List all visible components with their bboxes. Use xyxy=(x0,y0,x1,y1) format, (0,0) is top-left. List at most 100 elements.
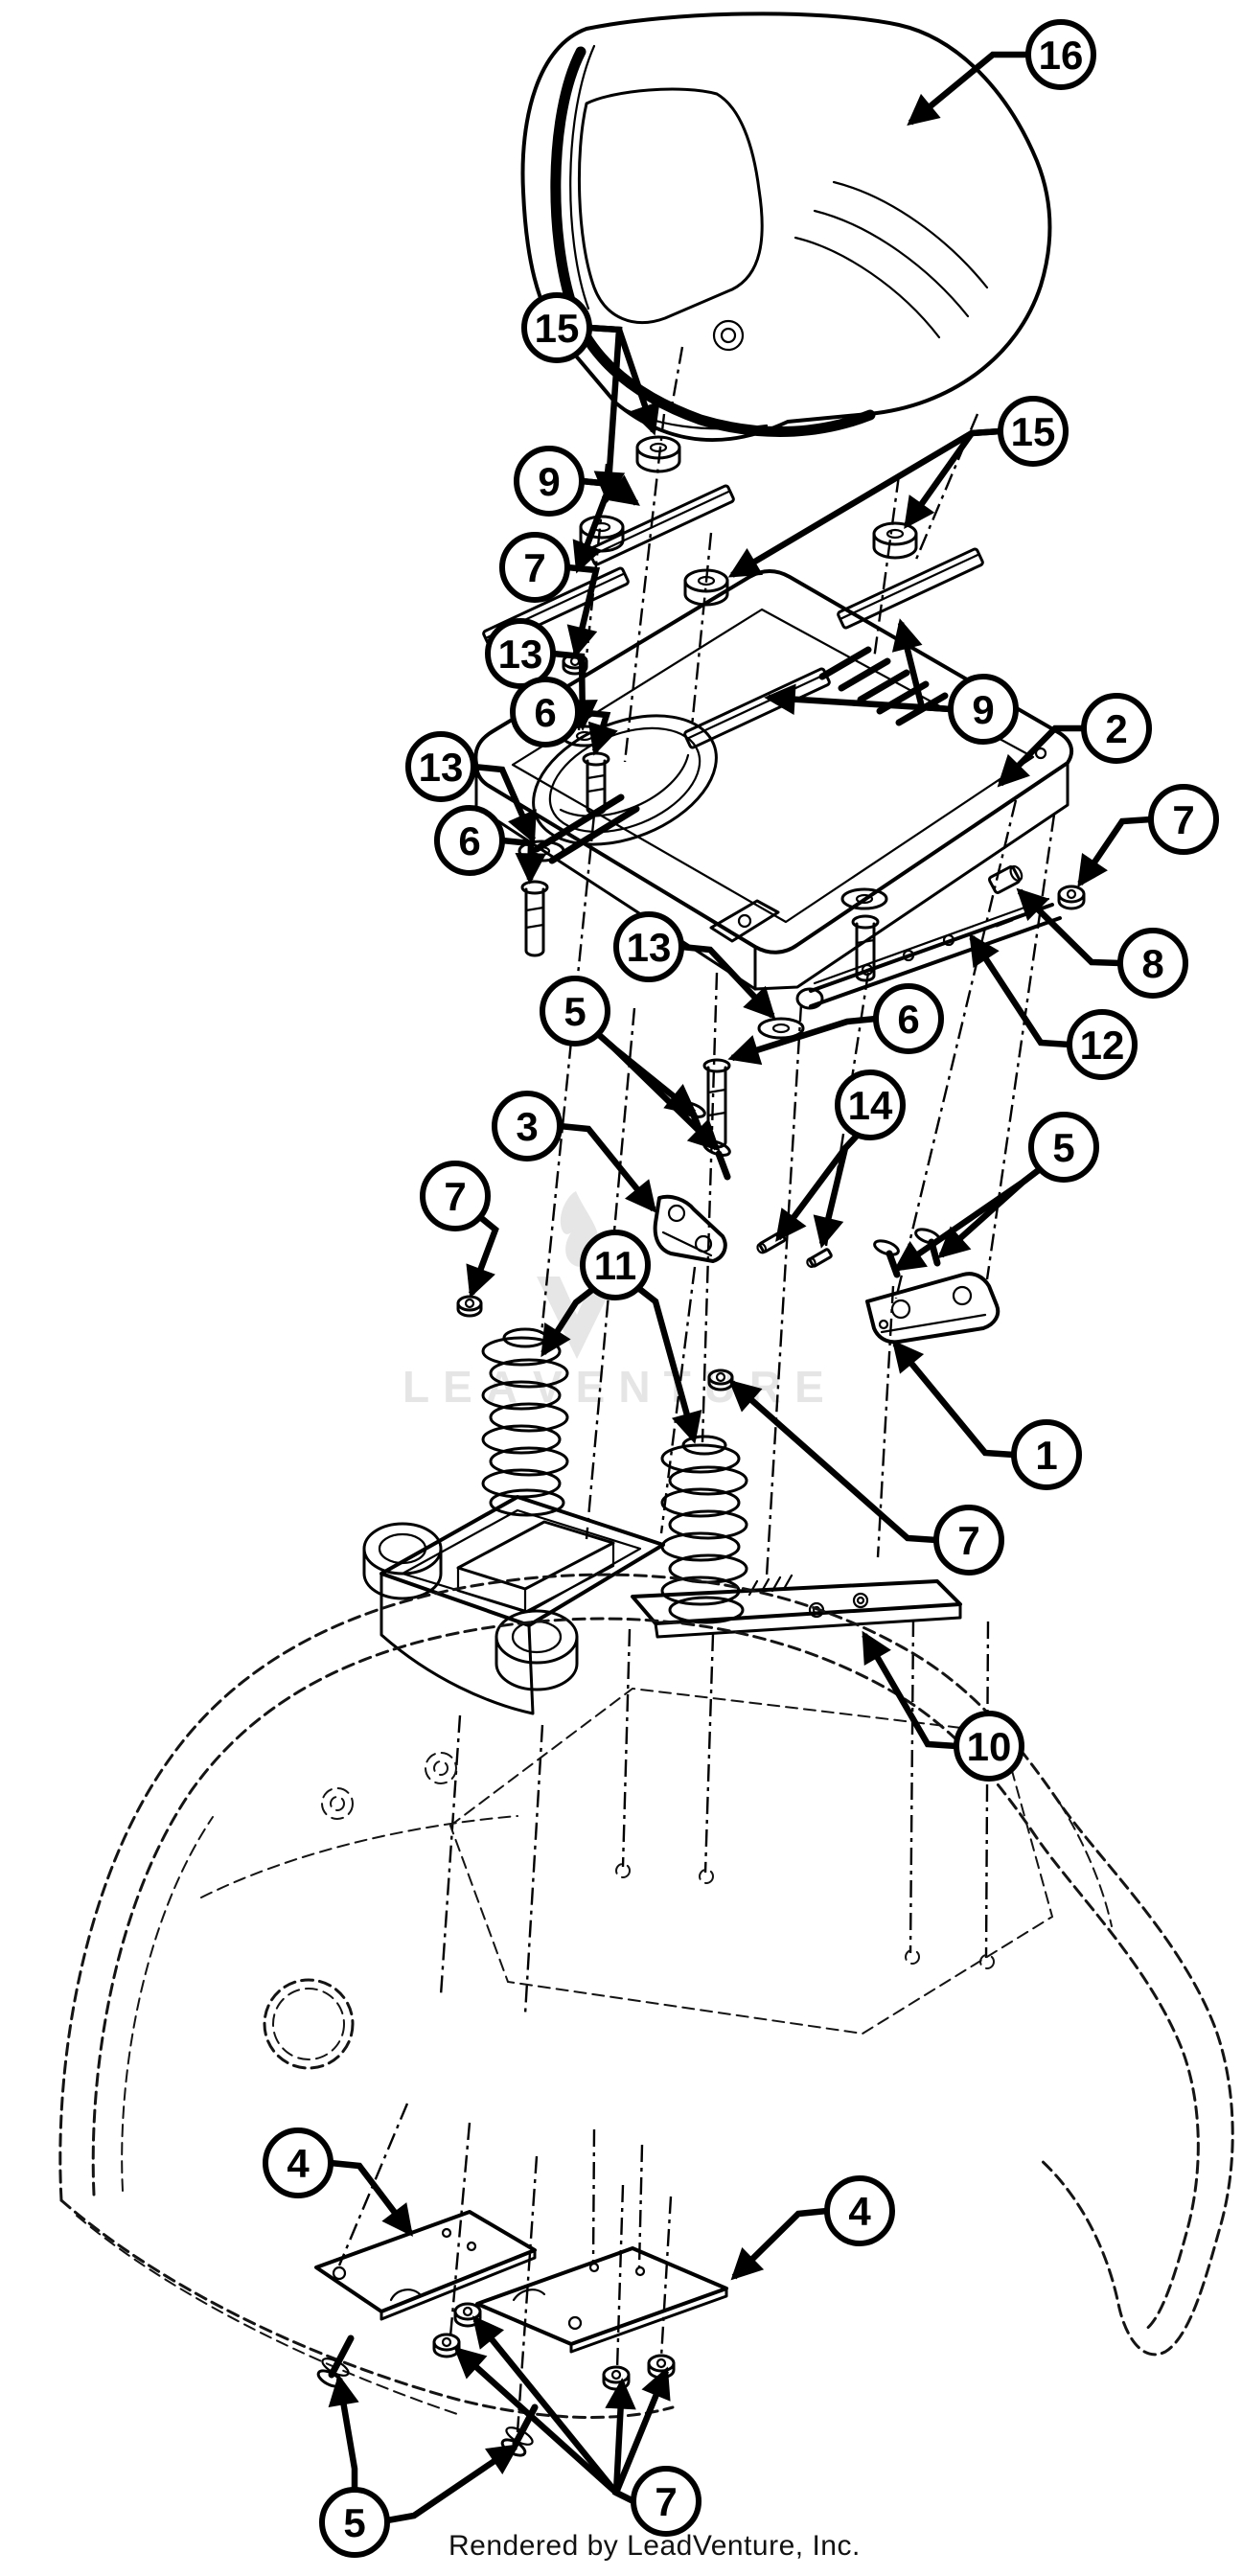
callout-9: 9 xyxy=(514,446,640,574)
callout-13: 13 xyxy=(485,618,598,731)
callout-circle xyxy=(434,805,505,876)
leader-arrow xyxy=(559,1122,657,1213)
leader-arrow xyxy=(727,1015,877,1066)
shoulder-screw xyxy=(520,880,549,957)
screw xyxy=(873,1239,901,1278)
leader-arrow xyxy=(501,837,546,885)
callout-number: 6 xyxy=(897,997,919,1042)
callout-7: 7 xyxy=(420,1161,499,1299)
pivot-pin xyxy=(806,1248,833,1268)
pan-fasteners xyxy=(518,724,888,1149)
leader-arrow xyxy=(540,1286,595,1358)
callout-circle xyxy=(1081,693,1152,764)
callout-12: 12 xyxy=(969,932,1138,1080)
callout-number: 11 xyxy=(594,1243,636,1288)
leader-arrow xyxy=(328,2374,359,2490)
leadventure-v-icon xyxy=(537,1276,617,1359)
callout-number: 4 xyxy=(848,2189,871,2234)
callout-number: 1 xyxy=(1035,1433,1057,1478)
leader-arrow xyxy=(577,708,618,756)
callout-number: 9 xyxy=(538,459,560,504)
callout-circle xyxy=(514,446,585,517)
callout-7: 7 xyxy=(453,2315,702,2537)
callout-circle xyxy=(933,1505,1004,1576)
callout-number: 13 xyxy=(419,745,464,790)
callout-5: 5 xyxy=(540,976,721,1152)
callout-number: 13 xyxy=(627,925,672,970)
grommet xyxy=(635,435,681,473)
callout-circle xyxy=(1067,1009,1138,1080)
callout-number: 14 xyxy=(848,1083,893,1128)
callout-number: 8 xyxy=(1141,941,1163,986)
callout-2: 2 xyxy=(997,693,1152,788)
leader-arrow xyxy=(969,932,1070,1048)
callout-5: 5 xyxy=(892,1112,1099,1272)
callout-circle xyxy=(948,674,1019,745)
leader-arrow xyxy=(907,51,1028,126)
callout-number: 15 xyxy=(1011,409,1056,454)
callout-number: 2 xyxy=(1105,706,1127,751)
callout-circle xyxy=(1025,19,1096,90)
callout-number: 5 xyxy=(564,989,586,1034)
leader-arrow xyxy=(862,1630,957,1750)
callout-8: 8 xyxy=(1016,887,1188,999)
callout-number: 16 xyxy=(1039,33,1084,78)
leader-arrow xyxy=(892,1166,1042,1272)
leader-arrow xyxy=(1077,816,1152,888)
shoulder-screw xyxy=(702,1058,731,1149)
seat-pan-vent-slots xyxy=(818,646,949,726)
callout-number: 4 xyxy=(287,2141,310,2186)
callout-number: 5 xyxy=(343,2500,365,2545)
callout-circle xyxy=(1011,1419,1082,1490)
leader-arrow xyxy=(680,943,776,1020)
callout-circle xyxy=(873,983,944,1054)
callout-circle xyxy=(613,911,684,982)
callout-circle xyxy=(954,1711,1024,1782)
leader-arrow xyxy=(330,2159,413,2237)
callout-circle xyxy=(510,677,581,748)
callout-circle xyxy=(499,532,570,603)
callout-number: 7 xyxy=(957,1518,979,1563)
callout-number: 9 xyxy=(972,687,994,732)
callout-number: 6 xyxy=(534,690,556,735)
callout-circle xyxy=(420,1161,491,1231)
fender-phantom xyxy=(58,1573,1234,2419)
leader-arrow xyxy=(636,1285,702,1444)
callout-circle xyxy=(1028,1112,1099,1183)
callout-circle xyxy=(1148,784,1219,855)
leader-arrow xyxy=(386,2444,520,2524)
callout-circle xyxy=(998,396,1069,467)
callout-number: 7 xyxy=(655,2479,677,2524)
leader-arrow xyxy=(566,564,601,658)
callout-6: 6 xyxy=(434,805,546,885)
leader-arrow xyxy=(727,427,1001,578)
callout-number: 7 xyxy=(444,1174,466,1219)
leader-arrow xyxy=(472,763,537,844)
callout-circle xyxy=(540,976,610,1046)
leader-arrow xyxy=(728,1379,937,1544)
seat-spring-left xyxy=(481,1327,569,1517)
callout-number: 3 xyxy=(516,1104,538,1149)
pivot-bracket-right xyxy=(865,1272,1000,1345)
render-credit: Rendered by LeadVenture, Inc. xyxy=(448,2530,861,2562)
leader-arrow xyxy=(891,1340,1015,1459)
leader-arrow xyxy=(611,2366,671,2504)
callout-10: 10 xyxy=(862,1630,1024,1782)
callout-11: 11 xyxy=(540,1230,702,1444)
callout-circle xyxy=(835,1070,906,1140)
seat xyxy=(520,12,1052,442)
callout-circle xyxy=(319,2487,390,2558)
callout-number: 13 xyxy=(498,632,543,677)
callout-circle xyxy=(521,292,592,363)
leader-arrow xyxy=(730,2207,828,2281)
leader-arrow xyxy=(764,683,952,715)
flange-nut xyxy=(1057,885,1086,910)
callout-15: 15 xyxy=(727,396,1069,578)
pivot-bracket-left xyxy=(653,1194,727,1263)
callout-circle xyxy=(405,731,476,802)
callout-number: 12 xyxy=(1080,1023,1125,1068)
callout-3: 3 xyxy=(492,1091,657,1213)
callout-15: 15 xyxy=(521,292,660,503)
seat-trim-band xyxy=(550,46,876,438)
